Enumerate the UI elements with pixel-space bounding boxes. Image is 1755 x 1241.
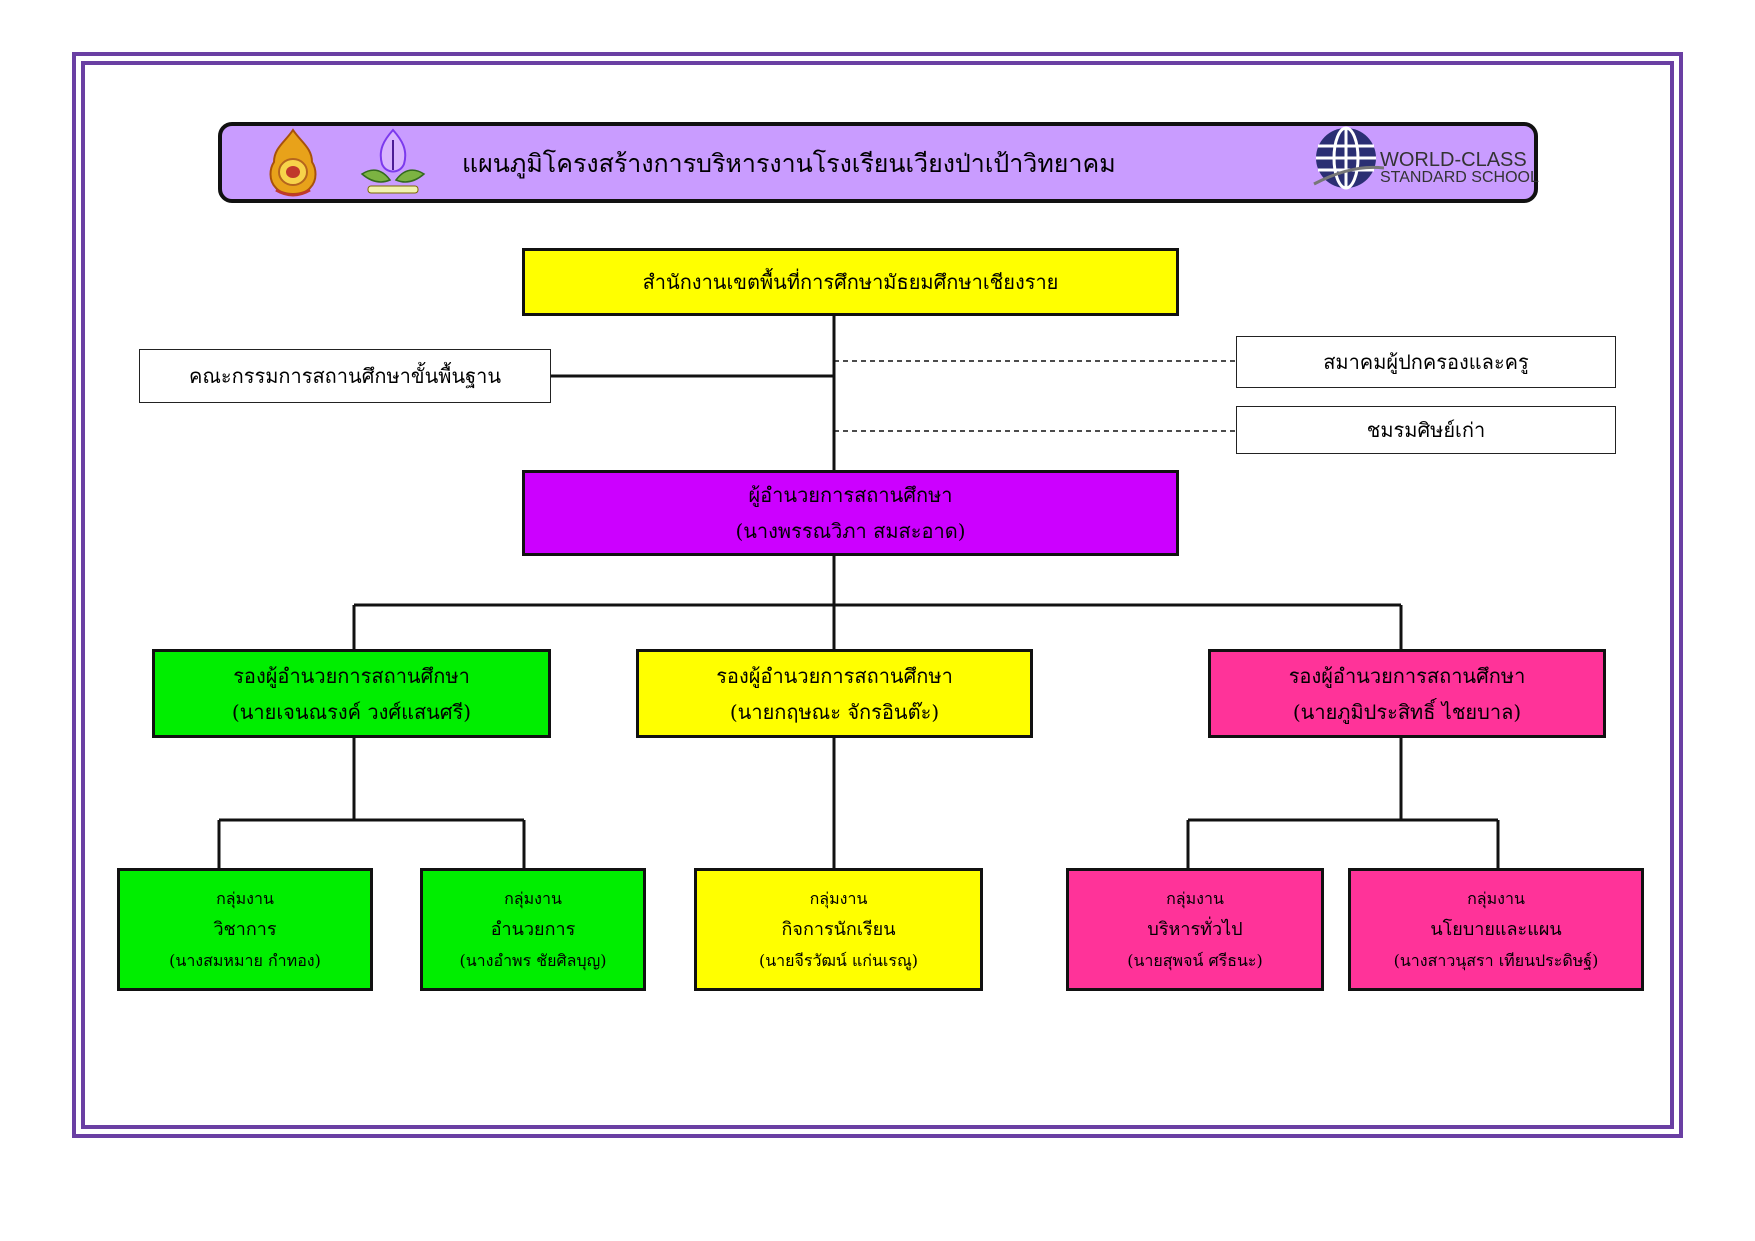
group-dept: กิจการนักเรียน [781,919,896,940]
node-label: คณะกรรมการสถานศึกษาขั้นพื้นฐาน [188,364,502,388]
deputy-title: รองผู้อำนวยการสถานศึกษา [1288,663,1526,688]
outer-border [72,52,1683,1138]
world-class-school-logo: WORLD‑CLASS STANDARD SCHOOL [1380,149,1539,186]
node-basic-education-board: คณะกรรมการสถานศึกษาขั้นพื้นฐาน [139,349,551,403]
director-name: (นางพรรณวิภา สมสะอาด) [735,519,966,543]
node-director: ผู้อำนวยการสถานศึกษา (นางพรรณวิภา สมสะอา… [522,470,1179,556]
deputy-title: รองผู้อำนวยการสถานศึกษา [233,663,470,688]
group-dept: บริหารทั่วไป [1147,919,1243,940]
node-group-general-admin: กลุ่มงาน บริหารทั่วไป (นายสุพจน์ ศรีธนะ) [1066,868,1324,991]
group-dept: นโยบายและแผน [1430,919,1562,940]
group-label: กลุ่มงาน [504,889,562,908]
group-head: (นางสมหมาย กำทอง) [169,951,321,970]
director-title: ผู้อำนวยการสถานศึกษา [748,483,953,507]
node-label: สมาคมผู้ปกครองและครู [1323,350,1529,374]
node-label: สำนักงานเขตพื้นที่การศึกษามัธยมศึกษาเชีย… [642,270,1059,294]
group-label: กลุ่มงาน [1166,889,1224,908]
group-label: กลุ่มงาน [216,889,274,908]
inner-border [81,61,1674,1129]
node-alumni-club: ชมรมศิษย์เก่า [1236,406,1616,454]
deputy-name: (นายเจนณรงค์ วงศ์แสนศรี) [231,699,472,724]
group-label: กลุ่มงาน [809,889,868,908]
node-group-academic: กลุ่มงาน วิชาการ (นางสมหมาย กำทอง) [117,868,373,991]
obec-emblem-logo [269,128,317,197]
node-group-administration: กลุ่มงาน อำนวยการ (นางอำพร ชัยศิลบุญ) [420,868,646,991]
node-group-policy-planning: กลุ่มงาน นโยบายและแผน (นางสาวนุสรา เทียน… [1348,868,1644,991]
group-head: (นายจีรวัฒน์ แก่นเรณู) [758,951,919,970]
node-education-office: สำนักงานเขตพื้นที่การศึกษามัธยมศึกษาเชีย… [522,248,1179,316]
group-head: (นางอำพร ชัยศิลบุญ) [459,951,607,970]
deputy-title: รองผู้อำนวยการสถานศึกษา [716,663,953,688]
group-head: (นายสุพจน์ ศรีธนะ) [1127,951,1263,970]
deputy-name: (นายภูมิประสิทธิ์ ไชยบาล) [1292,699,1522,724]
node-group-student-affairs: กลุ่มงาน กิจการนักเรียน (นายจีรวัฒน์ แก่… [694,868,983,991]
node-parent-teacher-association: สมาคมผู้ปกครองและครู [1236,336,1616,388]
group-dept: วิชาการ [213,919,277,940]
node-label: ชมรมศิษย์เก่า [1366,418,1486,442]
node-deputy-3: รองผู้อำนวยการสถานศึกษา (นายภูมิประสิทธิ… [1208,649,1606,738]
world-class-globe-icon [1313,126,1384,190]
group-label: กลุ่มงาน [1467,889,1525,908]
group-dept: อำนวยการ [490,919,576,940]
node-deputy-2: รองผู้อำนวยการสถานศึกษา (นายกฤษณะ จักรอิ… [636,649,1033,738]
group-head: (นางสาวนุสรา เทียนประดิษฐ์) [1393,951,1599,970]
chart-title: แผนภูมิโครงสร้างการบริหารงานโรงเรียนเวีย… [462,149,1116,178]
node-deputy-1: รองผู้อำนวยการสถานศึกษา (นายเจนณรงค์ วงศ… [152,649,551,738]
school-emblem-logo [360,128,426,194]
deputy-name: (นายกฤษณะ จักรอินต๊ะ) [729,699,940,724]
